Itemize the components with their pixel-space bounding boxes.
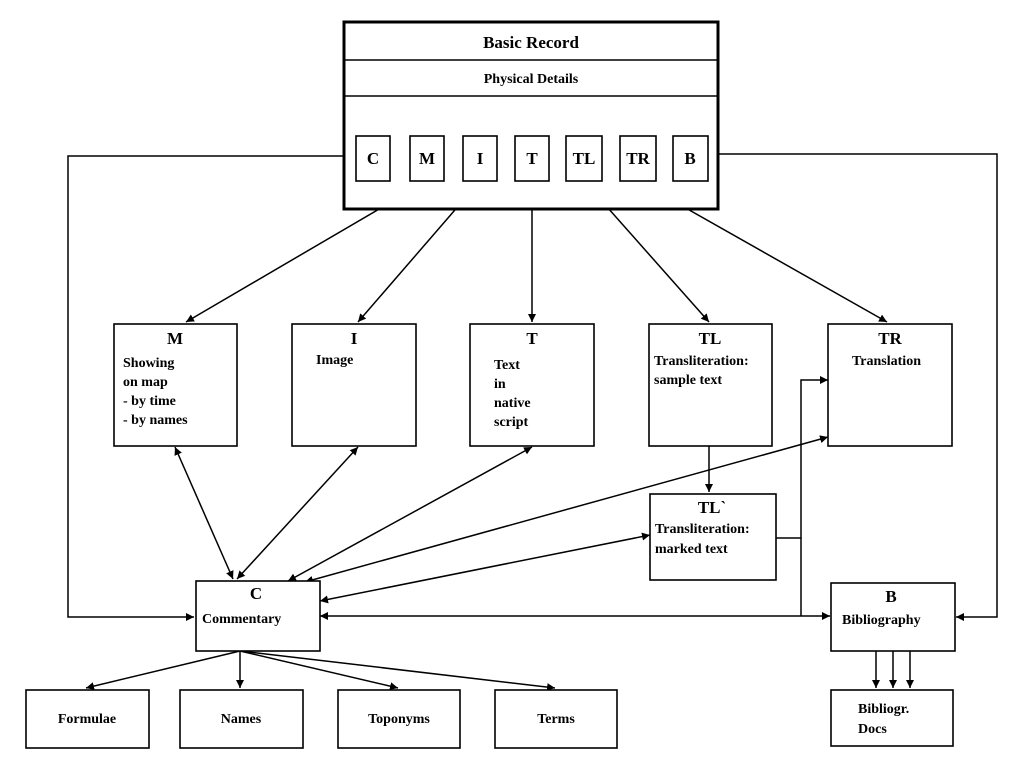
svg-text:- by time: - by time	[123, 394, 176, 409]
svg-text:Formulae: Formulae	[58, 712, 116, 727]
svg-text:TL: TL	[699, 329, 722, 348]
tab-c[interactable]: C	[355, 135, 391, 182]
arrow-commentary-t	[287, 446, 533, 582]
arrow-commentary-i	[236, 446, 359, 580]
svg-text:M: M	[419, 149, 435, 168]
svg-text:- by names: - by names	[123, 413, 188, 428]
arrow-b-tab-to-bibliography	[708, 153, 998, 621]
svg-text:TL`: TL`	[698, 498, 726, 517]
node-commentary[interactable]: C Commentary	[195, 580, 321, 652]
tab-b[interactable]: B	[672, 135, 709, 182]
connectors	[67, 153, 998, 692]
basic-record-title: Basic Record	[483, 33, 579, 52]
svg-text:Showing: Showing	[123, 356, 174, 371]
svg-text:Commentary: Commentary	[202, 612, 281, 627]
svg-text:T: T	[526, 149, 538, 168]
arrow-tl-marked-to-tr	[776, 376, 828, 539]
arrow-c-tab-to-commentary	[67, 155, 356, 621]
leaf-toponyms[interactable]: Toponyms	[337, 689, 461, 749]
svg-text:Transliteration:: Transliteration:	[654, 354, 749, 369]
svg-text:Bibliogr.: Bibliogr.	[858, 702, 909, 717]
svg-text:Docs: Docs	[858, 722, 887, 737]
node-translation[interactable]: TR Translation	[827, 323, 953, 447]
svg-text:Bibliography: Bibliography	[842, 613, 921, 628]
node-text[interactable]: T Text in native script	[469, 323, 595, 447]
arrow-commentary-terms	[239, 650, 556, 692]
svg-text:Transliteration:: Transliteration:	[655, 522, 750, 537]
arrow-commentary-tl-marked	[319, 532, 651, 604]
tab-t[interactable]: T	[514, 135, 550, 182]
node-image[interactable]: I Image	[291, 323, 417, 447]
svg-text:sample text: sample text	[654, 373, 722, 388]
svg-text:I: I	[351, 329, 358, 348]
svg-text:Names: Names	[221, 712, 262, 727]
tab-i[interactable]: I	[462, 135, 498, 182]
tab-tl[interactable]: TL	[565, 135, 603, 182]
svg-text:TR: TR	[626, 149, 650, 168]
tab-tr[interactable]: TR	[619, 135, 657, 182]
leaf-names[interactable]: Names	[179, 689, 304, 749]
svg-text:M: M	[167, 329, 183, 348]
svg-text:C: C	[367, 149, 379, 168]
arrow-commentary-formulae	[85, 650, 241, 691]
svg-text:TR: TR	[878, 329, 902, 348]
arrow-commentary-m	[174, 446, 234, 580]
svg-text:Toponyms: Toponyms	[368, 712, 430, 727]
svg-text:in: in	[494, 377, 506, 392]
node-bibliogr-docs[interactable]: Bibliogr. Docs	[830, 689, 954, 747]
svg-text:Text: Text	[494, 358, 520, 373]
node-bibliography[interactable]: B Bibliography	[830, 582, 956, 652]
arrow-commentary-toponyms	[239, 650, 399, 691]
node-transliteration-sample[interactable]: TL Transliteration: sample text	[648, 323, 773, 447]
svg-text:C: C	[250, 584, 262, 603]
svg-text:script: script	[494, 415, 529, 430]
svg-text:Translation: Translation	[852, 354, 921, 369]
svg-text:I: I	[477, 149, 484, 168]
physical-details-label: Physical Details	[484, 72, 579, 87]
svg-text:B: B	[684, 149, 695, 168]
leaf-formulae[interactable]: Formulae	[25, 689, 150, 749]
node-map[interactable]: M Showing on map - by time - by names	[113, 323, 238, 447]
node-transliteration-marked[interactable]: TL` Transliteration: marked text	[649, 493, 777, 581]
svg-text:B: B	[885, 587, 896, 606]
svg-text:native: native	[494, 396, 531, 411]
tab-m[interactable]: M	[409, 135, 445, 182]
svg-text:Image: Image	[316, 353, 353, 368]
leaf-terms[interactable]: Terms	[494, 689, 618, 749]
basic-record-box: Basic Record Physical Details C M I T TL…	[342, 20, 720, 211]
svg-text:on map: on map	[123, 375, 168, 390]
svg-text:Terms: Terms	[537, 712, 575, 727]
svg-text:T: T	[526, 329, 538, 348]
svg-text:marked text: marked text	[655, 542, 728, 557]
svg-text:TL: TL	[573, 149, 596, 168]
